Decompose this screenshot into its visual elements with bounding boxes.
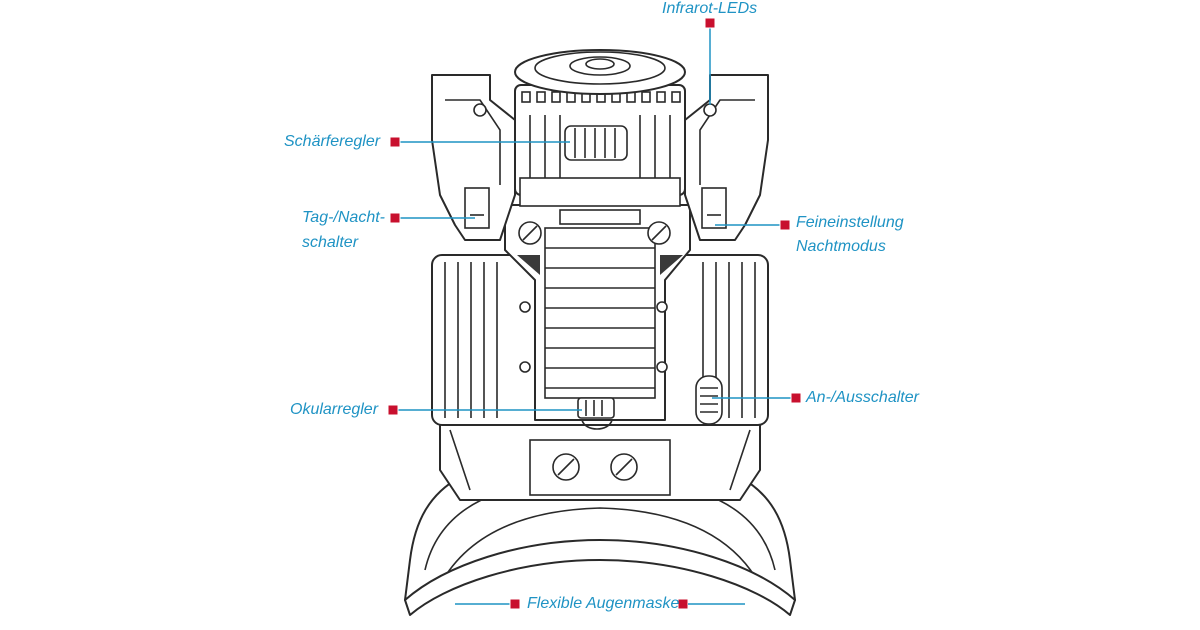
label-infrarot-leds: Infrarot-LEDs <box>662 0 758 17</box>
callout-feineinstellung <box>715 219 791 231</box>
label-feineinstellung-line1: Feineinstellung <box>796 214 904 231</box>
callout-anaus <box>712 392 802 404</box>
center-grille <box>545 247 655 389</box>
led-ring-teeth <box>521 91 681 103</box>
barrel-ribs-left <box>444 262 498 418</box>
label-tag-nacht-schalter-line1: Tag-/Nacht- <box>302 209 385 226</box>
label-flexible-augenmaske: Flexible Augenmaske <box>527 595 680 612</box>
callout-augenmaske <box>455 598 745 610</box>
label-feineinstellung-line2: Nachtmodus <box>796 238 886 255</box>
callout-infrarot <box>704 17 716 105</box>
callout-schaerfe <box>389 136 570 148</box>
label-okularregler: Okularregler <box>290 401 379 418</box>
label-an-ausschalter: An-/Ausschalter <box>806 389 919 406</box>
label-tag-nacht-schalter-line2: schalter <box>302 234 359 251</box>
night-vision-binocular <box>404 49 796 616</box>
objective-ribs <box>529 115 671 180</box>
callout-tagnacht <box>389 212 475 224</box>
callout-okular <box>387 404 582 416</box>
label-schaerferegler: Schärferegler <box>284 133 381 150</box>
